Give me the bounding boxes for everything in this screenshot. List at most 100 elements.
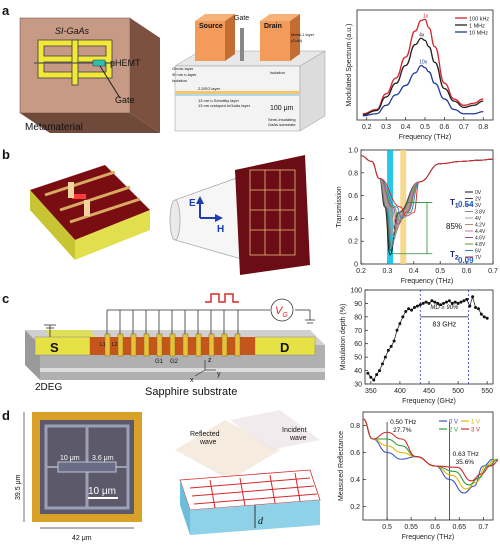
y-tick-label: 100: [350, 288, 362, 295]
series-line: [360, 155, 494, 217]
y-axis-label: y: [217, 371, 221, 378]
t2-label: T2: [450, 250, 459, 262]
legend-entry: 3 V: [471, 428, 480, 434]
y-tick-label: 80: [354, 314, 362, 321]
series-line: [362, 64, 484, 117]
x-tick-label: 0.5: [435, 268, 445, 275]
data-point: [468, 304, 472, 308]
panel-label-b: b: [2, 147, 10, 162]
2deg-device-schematic: VG S D 2DEG Sapphire substrate G1 G2 L1 …: [25, 293, 325, 398]
data-point: [369, 375, 373, 379]
source-label: S: [50, 340, 59, 355]
data-point: [482, 315, 486, 319]
legend-entry: 4.6V: [475, 236, 486, 242]
legend-entry: 7V: [475, 255, 482, 261]
peak-label: 1x: [423, 13, 429, 19]
data-point: [401, 315, 405, 319]
legend-entry: 3V: [475, 203, 482, 209]
x-axis-label: Frequency (THz): [402, 534, 455, 541]
legend-entry: 3.8V: [475, 210, 486, 216]
data-point: [398, 322, 402, 326]
vg-label: VG: [275, 305, 288, 319]
legend-entry: 10 MHz: [469, 31, 488, 37]
annotation-value: 27.7%: [393, 427, 412, 434]
metamaterial-schematic: SI-GaAs pHEMT Gate Metamaterial: [19, 17, 160, 133]
y-tick-label: 0.6: [350, 450, 360, 457]
isolation-right-label: Isolation: [270, 70, 285, 75]
legend-entry: 1 MHz: [469, 24, 485, 30]
data-point: [418, 303, 422, 307]
x-tick-label: 0.6: [462, 268, 472, 275]
l1-label: L1: [100, 342, 106, 348]
gaas-substrate-label: GaAs substrate: [268, 122, 296, 127]
data-point: [471, 295, 475, 299]
data-point: [459, 300, 463, 304]
gold-label: (Gold): [291, 38, 303, 43]
legend-entry: 1 V: [471, 420, 480, 426]
data-point: [436, 301, 440, 305]
substrate-label: SI-GaAs: [55, 26, 90, 36]
data-point: [442, 301, 446, 305]
x-tick-label: 0.65: [452, 524, 466, 531]
panel-label-c: c: [2, 291, 10, 306]
data-point: [372, 378, 376, 382]
scale-label: 100 μm: [270, 105, 294, 112]
device-micrograph: 39.5 μm 42 μm 10 μm 3.6 μm 10 μm: [15, 412, 142, 542]
data-point: [421, 301, 425, 305]
phemt-label: pHEMT: [110, 58, 141, 68]
data-point: [465, 297, 469, 301]
source-label: Source: [199, 23, 223, 30]
t2-value: 0.09: [458, 256, 474, 265]
data-point: [450, 301, 454, 305]
reflected-wave-label: Reflected: [190, 431, 220, 438]
x-tick-label: 0.4: [409, 268, 419, 275]
y-tick-label: 0.6: [348, 193, 358, 200]
data-point: [407, 307, 411, 311]
y-tick-label: 0.8: [350, 423, 360, 430]
panel-label-a: a: [2, 3, 10, 18]
data-point: [476, 307, 480, 311]
legend-entry: 4.4V: [475, 229, 486, 235]
x-tick-label: 0.3: [381, 124, 391, 131]
h-field-label: H: [217, 224, 224, 235]
bandwidth-annotation: 83 GHz: [433, 321, 457, 328]
gap-3-6um-label: 3.6 μm: [92, 455, 114, 462]
modulation-percent: 85%: [446, 222, 463, 231]
x-axis-label: Frequency (THz): [401, 278, 454, 285]
incident-beam-render: E H: [169, 155, 310, 275]
semi-insulating-label: Semi-Insulating: [268, 117, 296, 122]
x-tick-label: 0.7: [479, 524, 489, 531]
2deg-label: 2DEG: [35, 382, 62, 393]
y-tick-label: 1.0: [348, 148, 358, 155]
drain-label: D: [280, 340, 289, 355]
x-tick-label: 0.5: [420, 124, 430, 131]
data-point: [427, 301, 431, 305]
data-point: [462, 299, 466, 303]
legend-entry: 6V: [475, 249, 482, 255]
width-dimension: 42 μm: [72, 535, 92, 542]
legend-entry: 4V: [475, 216, 482, 222]
legend-entry: 4.2V: [475, 223, 486, 229]
t1-label: T1: [450, 198, 459, 210]
y-tick-label: 60: [354, 341, 362, 348]
y-tick-label: 0.8: [348, 170, 358, 177]
x-tick-label: 0.4: [401, 124, 411, 131]
x-tick-label: 0.6: [430, 524, 440, 531]
plot-frame: [360, 149, 494, 265]
undoped-layer-label: 13 nm undoped InGaAs layer: [198, 103, 251, 108]
x-axis-label: x: [190, 377, 194, 384]
reflected-wave-label-2: wave: [199, 439, 216, 446]
data-point: [395, 328, 399, 332]
scale-bar-label: 10 μm: [88, 486, 116, 497]
data-point: [453, 300, 457, 304]
phemt-cross-section: Source Gate Drain Metal-1 layer (Gold) O…: [172, 14, 326, 132]
legend-entry: 4.8V: [475, 242, 486, 248]
x-tick-label: 0.5: [382, 524, 392, 531]
peak-label: 4x: [419, 32, 425, 38]
metamaterial-label: Metamaterial: [25, 122, 83, 133]
gap-10um-label: 10 μm: [60, 455, 80, 462]
data-point: [378, 369, 382, 373]
